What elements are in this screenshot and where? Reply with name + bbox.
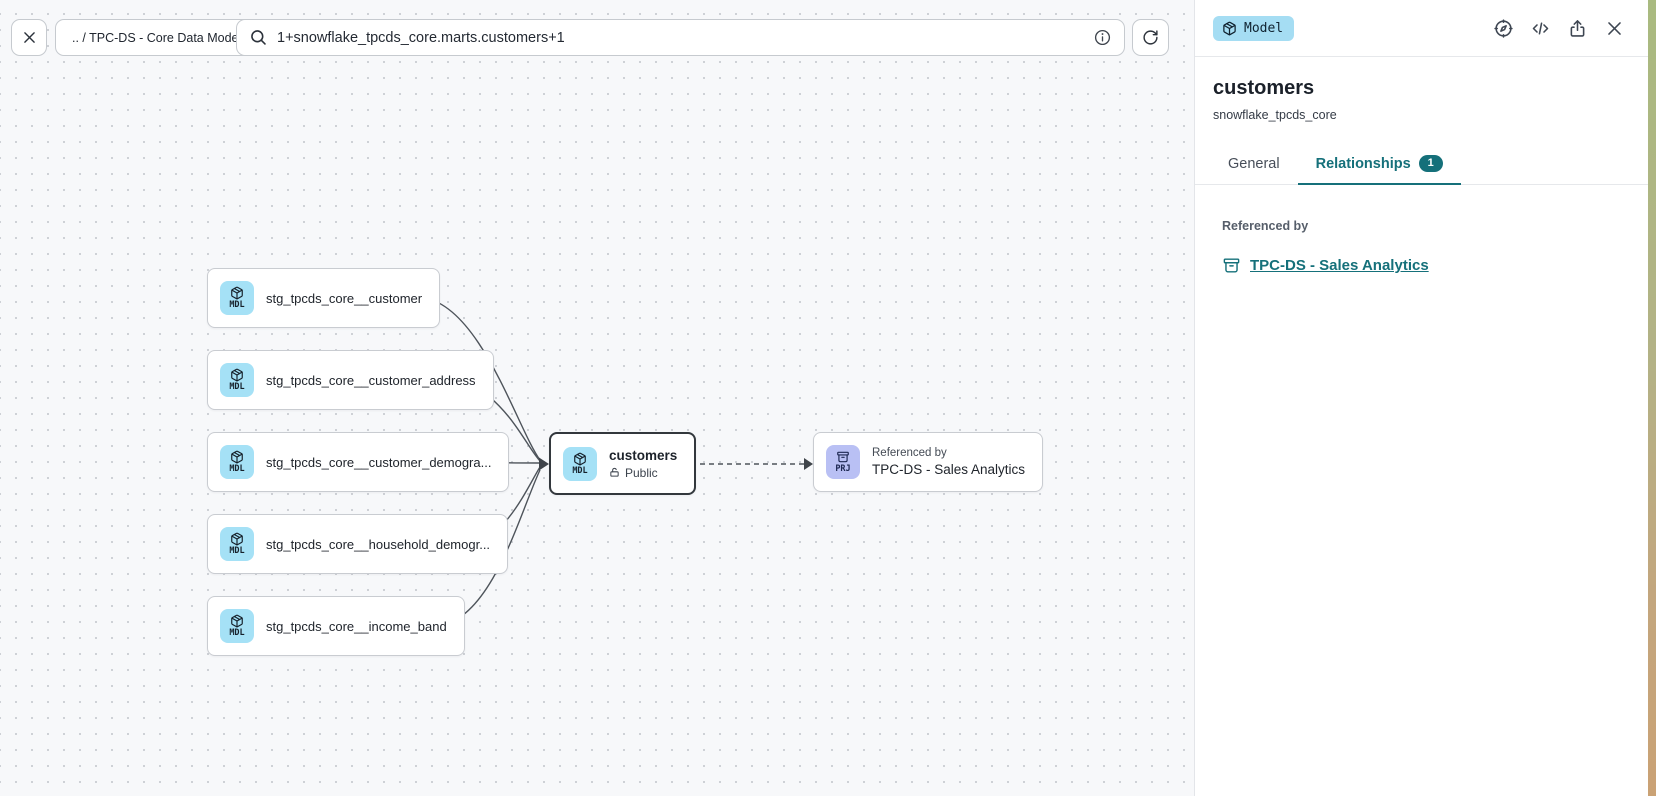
node-type-label: MDL <box>229 300 245 311</box>
schema-subtitle: snowflake_tpcds_core <box>1213 108 1337 122</box>
panel-tabs: General Relationships 1 <box>1195 146 1648 186</box>
model-type-icon: MDL <box>563 446 597 481</box>
model-type-icon: MDL <box>220 281 254 315</box>
close-panel-button[interactable] <box>1602 16 1626 40</box>
node-type-label: MDL <box>229 628 245 639</box>
tab-relationships-label: Relationships <box>1315 155 1411 172</box>
lineage-node[interactable]: MDL stg_tpcds_core__household_demogr... <box>207 514 509 574</box>
search-icon <box>249 28 268 47</box>
node-type-label: MDL <box>229 546 245 557</box>
lineage-selector-bar[interactable] <box>236 19 1125 56</box>
lineage-node-referenced-project[interactable]: PRJ Referenced by TPC-DS - Sales Analyti… <box>813 432 1044 492</box>
model-type-icon: MDL <box>220 527 254 561</box>
node-type-label: MDL <box>229 464 245 475</box>
lineage-selector-input[interactable] <box>277 29 1084 46</box>
page-title: customers <box>1213 77 1315 99</box>
relationships-count-badge: 1 <box>1418 155 1443 173</box>
refresh-button[interactable] <box>1132 19 1169 56</box>
panel-header: Model <box>1195 0 1648 57</box>
share-button[interactable] <box>1565 16 1589 40</box>
lineage-node[interactable]: MDL stg_tpcds_core__customer_demogra... <box>207 432 510 492</box>
model-type-icon: MDL <box>220 445 254 479</box>
model-type-icon: MDL <box>220 609 254 643</box>
breadcrumb-label: .. / TPC-DS - Core Data Models <box>72 30 248 45</box>
lineage-edges <box>424 297 813 626</box>
code-icon <box>1530 18 1551 39</box>
referenced-by-label: Referenced by <box>1222 219 1309 234</box>
lineage-node-customers[interactable]: MDL customers Public <box>549 432 697 495</box>
explore-button[interactable] <box>1491 16 1515 40</box>
refresh-icon <box>1142 29 1159 46</box>
details-panel: Model <box>1195 0 1648 796</box>
tab-general-label: General <box>1228 155 1280 172</box>
model-type-icon: MDL <box>220 363 254 397</box>
lineage-canvas[interactable]: .. / TPC-DS - Core Data Models MDL stg_t… <box>0 0 1195 796</box>
node-type-label: MDL <box>229 382 245 393</box>
lineage-node[interactable]: MDL stg_tpcds_core__income_band <box>207 596 465 656</box>
close-icon <box>21 29 38 46</box>
node-access-label: Public <box>625 465 658 480</box>
node-kicker: Referenced by <box>872 447 947 459</box>
node-title: customers <box>609 447 678 463</box>
compass-icon <box>1493 18 1514 39</box>
tab-general[interactable]: General <box>1210 146 1298 185</box>
share-icon <box>1567 18 1588 39</box>
model-type-badge: Model <box>1213 15 1295 41</box>
reference-project-link[interactable]: TPC-DS - Sales Analytics <box>1250 257 1429 275</box>
close-icon <box>1605 19 1624 38</box>
info-icon[interactable] <box>1093 28 1112 47</box>
node-label: stg_tpcds_core__customer <box>266 290 423 306</box>
node-type-label: MDL <box>572 465 588 476</box>
unlock-icon <box>609 467 620 478</box>
project-type-icon: PRJ <box>826 445 860 479</box>
model-type-badge-label: Model <box>1244 20 1284 36</box>
reference-row[interactable]: TPC-DS - Sales Analytics <box>1222 256 1628 275</box>
node-type-label: PRJ <box>835 464 851 475</box>
tab-relationships[interactable]: Relationships 1 <box>1297 146 1461 186</box>
node-label: stg_tpcds_core__customer_address <box>266 372 476 388</box>
node-label: stg_tpcds_core__customer_demogra... <box>266 454 492 470</box>
node-label: TPC-DS - Sales Analytics <box>872 462 1026 477</box>
node-label: stg_tpcds_core__household_demogr... <box>266 536 491 552</box>
breadcrumb[interactable]: .. / TPC-DS - Core Data Models <box>55 19 265 56</box>
node-label: stg_tpcds_core__income_band <box>266 618 447 634</box>
desktop-background-sliver <box>1648 0 1656 796</box>
project-archive-icon <box>1222 256 1241 275</box>
lineage-node[interactable]: MDL stg_tpcds_core__customer_address <box>207 350 494 410</box>
view-code-button[interactable] <box>1528 16 1552 40</box>
cube-icon <box>1222 21 1237 36</box>
lineage-node[interactable]: MDL stg_tpcds_core__customer <box>207 268 441 328</box>
close-lineage-button[interactable] <box>11 19 47 56</box>
